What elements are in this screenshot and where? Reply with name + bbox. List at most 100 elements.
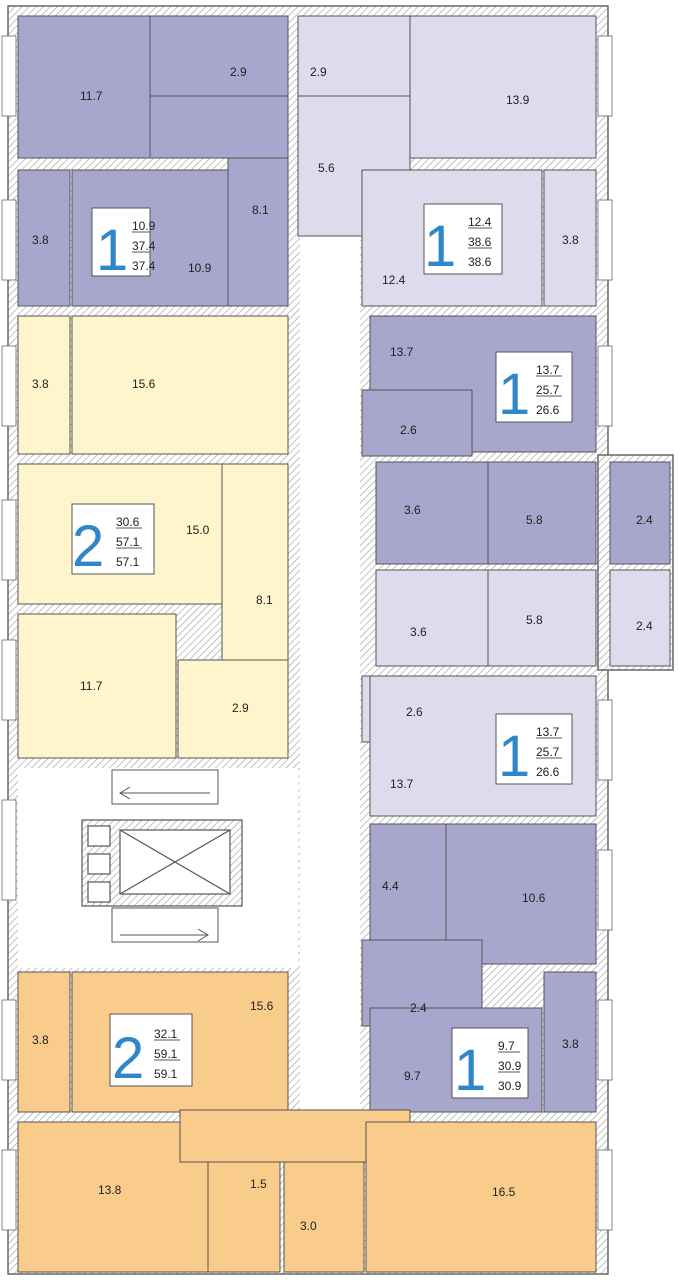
room-area-label: 3.6 — [404, 503, 421, 517]
room-area-label: 3.8 — [562, 1037, 579, 1051]
room-kitchen — [487, 461, 597, 565]
apartment-d — [17, 315, 289, 759]
room-area-label: 2.6 — [406, 705, 423, 719]
room-area-label: 11.7 — [80, 89, 103, 103]
room-area-label: 2.4 — [410, 1001, 427, 1015]
room-area-label: 8.1 — [252, 203, 269, 217]
badge-rooms: 1 — [454, 1038, 486, 1103]
badge-living: 13.7 — [536, 725, 560, 739]
room-area-label: 13.7 — [390, 777, 414, 791]
room-area-label: 3.8 — [32, 233, 49, 247]
room-area-label: 2.9 — [230, 65, 247, 79]
badge-total2: 37.4 — [132, 259, 156, 273]
apartment-f — [17, 971, 597, 1273]
badge-total: 38.6 — [468, 235, 492, 249]
badge-total2: 26.6 — [536, 765, 560, 779]
room-area-label: 13.9 — [506, 93, 530, 107]
badge-total: 25.7 — [536, 383, 560, 397]
badge-total2: 30.9 — [498, 1079, 522, 1093]
room-bath — [297, 15, 411, 97]
badge-total2: 38.6 — [468, 255, 492, 269]
room-bath — [375, 569, 489, 667]
room-balcony — [609, 569, 671, 667]
room-area-label: 2.9 — [232, 701, 249, 715]
room-area-labels: 11.7 2.9 2.9 13.9 8.1 5.6 3.8 10.9 12.4 … — [32, 65, 653, 1233]
room-area-label: 3.0 — [300, 1219, 317, 1233]
badge-living: 13.7 — [536, 363, 560, 377]
room-hall — [221, 463, 289, 661]
room-area-label: 8.1 — [256, 593, 273, 607]
apartment-badge: 1 9.7 30.9 30.9 — [451, 1027, 529, 1103]
room-closet — [543, 169, 597, 307]
room-area-label: 3.8 — [32, 1033, 49, 1047]
badge-living: 9.7 — [498, 1039, 515, 1053]
room-closet — [17, 169, 71, 307]
apartment-c — [361, 315, 671, 565]
badge-rooms: 2 — [72, 514, 104, 579]
room-living — [365, 1121, 597, 1273]
room-area-label: 9.7 — [404, 1069, 421, 1083]
badge-total: 57.1 — [116, 535, 140, 549]
room-area-label: 10.6 — [522, 891, 546, 905]
apartment-e — [361, 569, 671, 817]
room-area-label: 2.4 — [636, 513, 653, 527]
room-area-label: 3.8 — [562, 233, 579, 247]
room-area-label: 1.5 — [250, 1177, 267, 1191]
badge-rooms: 2 — [112, 1026, 144, 1091]
apartment-badge: 1 13.7 25.7 26.6 — [495, 713, 573, 789]
room-area-label: 2.9 — [310, 65, 327, 79]
elevator-symbol — [81, 819, 243, 907]
room-kitchen — [17, 15, 151, 159]
room-kitchen — [487, 569, 597, 667]
badge-rooms: 1 — [424, 214, 456, 279]
room-hall-lower — [227, 157, 289, 307]
badge-total2: 26.6 — [536, 403, 560, 417]
badge-rooms: 1 — [498, 724, 530, 789]
room-area-label: 13.8 — [98, 1183, 122, 1197]
room-area-label: 15.6 — [132, 377, 156, 391]
apartment-badge: 2 30.6 57.1 57.1 — [71, 503, 155, 579]
stair-symbol — [111, 769, 219, 943]
badge-total: 59.1 — [154, 1047, 178, 1061]
badge-total: 30.9 — [498, 1059, 522, 1073]
room-area-label: 13.7 — [390, 345, 414, 359]
room-closet — [17, 971, 71, 1113]
room-area-label: 16.5 — [492, 1185, 516, 1199]
room-bath — [283, 1161, 365, 1273]
corridor — [300, 236, 360, 1116]
room-hall — [361, 389, 473, 457]
room-area-label: 5.8 — [526, 613, 543, 627]
badge-rooms: 1 — [96, 218, 128, 283]
room-area-label: 15.0 — [186, 523, 210, 537]
badge-living: 32.1 — [154, 1027, 178, 1041]
badge-total2: 57.1 — [116, 555, 140, 569]
badge-underlines — [116, 227, 562, 1073]
room-area-label: 15.6 — [250, 999, 274, 1013]
apartment-a — [17, 15, 289, 307]
room-balcony — [609, 461, 671, 565]
badge-total2: 59.1 — [154, 1067, 178, 1081]
room-bath — [375, 461, 489, 565]
room-kitchen — [17, 613, 177, 759]
room-kitchen — [409, 15, 597, 159]
room-area-label: 10.9 — [188, 261, 212, 275]
room-bath — [149, 15, 289, 97]
room-bath — [177, 659, 289, 759]
room-area-label: 2.4 — [636, 619, 653, 633]
room-kitchen — [17, 1121, 209, 1273]
apartment-badge: 2 32.1 59.1 59.1 — [109, 1013, 193, 1091]
room-area-label: 5.6 — [318, 161, 335, 175]
room-area-label: 5.8 — [526, 513, 543, 527]
badge-living: 30.6 — [116, 515, 140, 529]
badge-rooms: 1 — [498, 362, 530, 427]
apartment-badge: 1 12.4 38.6 38.6 — [423, 203, 503, 279]
room-area-label: 3.8 — [32, 377, 49, 391]
room-area-label: 12.4 — [382, 273, 406, 287]
badge-living: 10.9 — [132, 219, 156, 233]
room-closet — [17, 315, 71, 455]
badge-living: 12.4 — [468, 215, 492, 229]
room-area-label: 11.7 — [80, 679, 103, 693]
room-area-label: 2.6 — [400, 423, 417, 437]
windows — [1, 35, 613, 1231]
badge-total: 25.7 — [536, 745, 560, 759]
